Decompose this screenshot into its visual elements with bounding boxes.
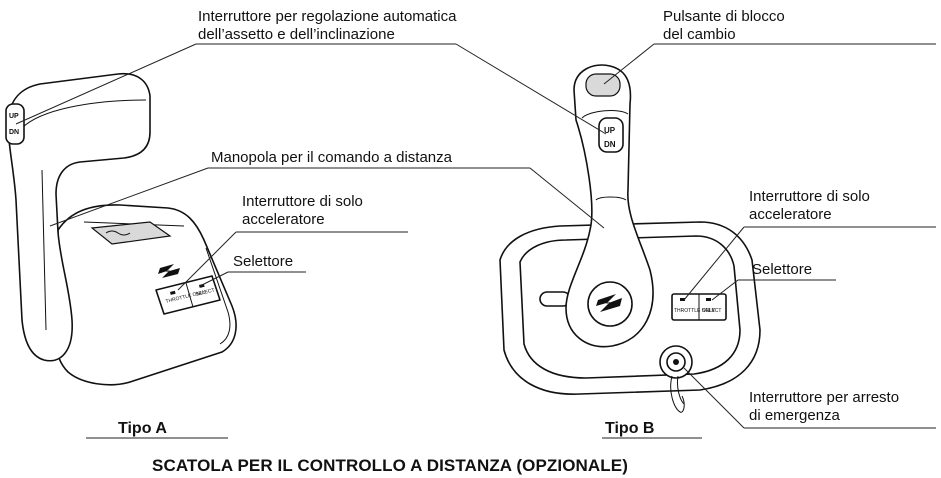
- type-b-emergency-stop-switch: [659, 345, 693, 413]
- svg-text:DN: DN: [9, 129, 19, 136]
- type-a-label: Tipo A: [118, 420, 167, 437]
- type-b-throttle-only-marking: THROTTLE ONLY: [674, 308, 716, 314]
- type-b-label: Tipo B: [605, 420, 655, 437]
- figure-caption: SCATOLA PER IL CONTROLLO A DISTANZA (OPZ…: [152, 456, 628, 475]
- type-b-select-marking: SELECT: [702, 308, 721, 314]
- type-a-up-dn-switch: UP DN: [5, 103, 25, 145]
- type-b-switch-panel: THROTTLE ONLY SELECT: [671, 293, 727, 321]
- svg-text:UP: UP: [604, 126, 616, 135]
- type-a-top-panel: [90, 221, 172, 245]
- type-a-switch-panel: THROTTLE ONLY SELECT: [155, 275, 221, 315]
- type-a-select-marking: SELECT: [195, 287, 215, 298]
- svg-text:UP: UP: [9, 113, 19, 120]
- label-selector-a: Selettore: [233, 253, 294, 270]
- label-shift-lock-button: Pulsante di blocco del cambio: [663, 8, 785, 43]
- label-emergency-stop-switch: Interruttore per arresto di emergenza: [749, 389, 900, 424]
- label-trim-tilt-switch: Interruttore per regolazione automatica …: [198, 8, 457, 43]
- type-a-suzuki-logo: [158, 264, 180, 278]
- type-b-up-dn-switch: UP DN: [598, 117, 624, 153]
- type-b-remote-control: UP DN THROTTLE ONLY SELECT: [499, 64, 761, 413]
- svg-text:DN: DN: [604, 140, 616, 149]
- label-remote-control-handle: Manopola per il comando a distanza: [211, 149, 452, 166]
- leader-lines: [15, 43, 936, 439]
- label-throttle-only-switch-b: Interruttore di solo acceleratore: [749, 188, 870, 223]
- type-b-shift-lock-button: [585, 73, 621, 97]
- type-a-lever-handle: [7, 72, 151, 362]
- type-a-remote-control: THROTTLE ONLY SELECT UP DN: [5, 72, 237, 386]
- label-throttle-only-switch-a: Interruttore di solo acceleratore: [242, 193, 363, 228]
- label-selector-b: Selettore: [752, 261, 813, 278]
- type-b-lever-handle: [565, 64, 654, 348]
